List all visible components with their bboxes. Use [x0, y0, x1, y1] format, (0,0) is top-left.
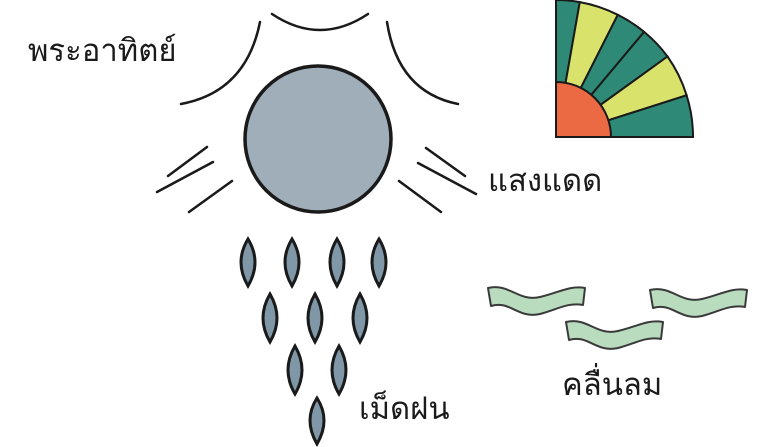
raindrop-icon [241, 239, 255, 286]
ray-line-icon [168, 147, 207, 176]
wave-ribbon-icon [650, 289, 747, 317]
sunlight-label: แสงแดด [488, 166, 602, 197]
raindrop-icon [332, 346, 346, 394]
raindrop-icon [310, 398, 324, 444]
sun-arc-right [387, 22, 458, 104]
raindrop-icon [308, 294, 322, 342]
raindrop-icon [285, 239, 299, 286]
quarter-fan-icon [556, 0, 693, 137]
sun-arc-top [272, 14, 368, 30]
ray-line-icon [418, 163, 476, 194]
raindrops-label: เม็ดฝน [359, 394, 450, 425]
raindrop-icon [353, 294, 367, 342]
raindrop-icon [372, 239, 386, 286]
ray-line-icon [157, 162, 213, 192]
raindrop-icon [263, 294, 277, 342]
waves-label: คลื่นลม [562, 370, 662, 401]
wave-ribbons [488, 287, 747, 349]
sun-circle-icon [245, 66, 391, 212]
sun-label: พระอาทิตย์ [28, 36, 177, 67]
sun-arc-left [181, 22, 260, 104]
ray-line-icon [399, 181, 441, 212]
wave-ribbon-icon [488, 287, 585, 315]
wave-ribbon-icon [566, 321, 663, 349]
raindrop-icon [288, 346, 302, 394]
ray-line-icon [189, 181, 232, 212]
raindrop-icon [330, 239, 344, 286]
